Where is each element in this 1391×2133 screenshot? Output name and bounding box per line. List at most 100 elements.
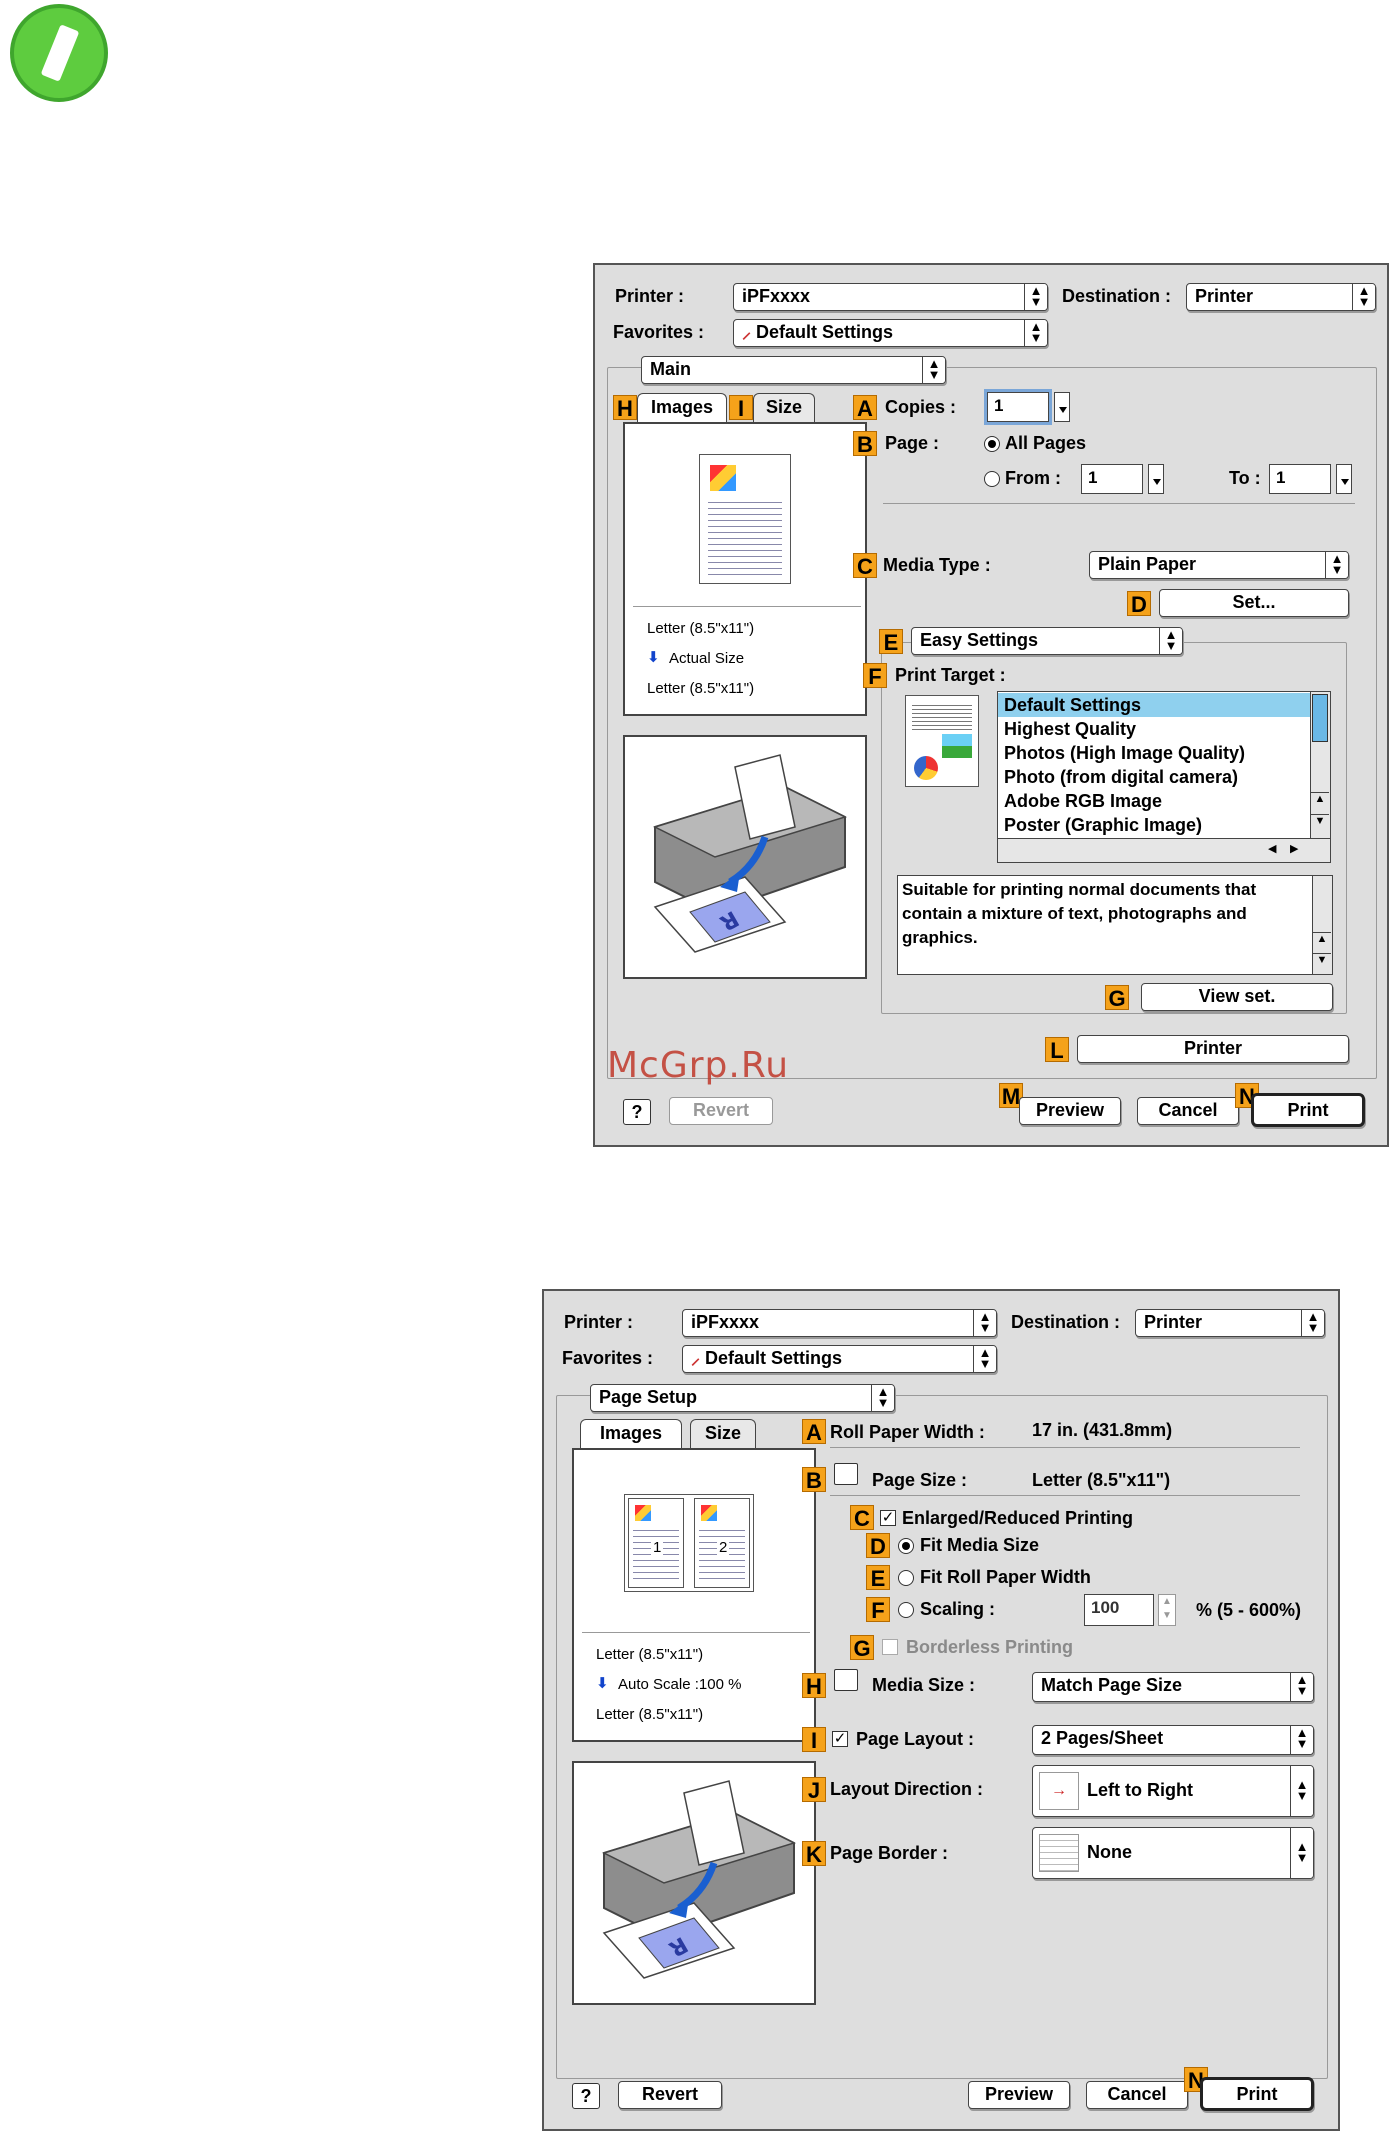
cancel-button[interactable]: Cancel <box>1086 2081 1188 2109</box>
view-set-button[interactable]: View set. <box>1141 983 1333 1011</box>
printer-label: Printer : <box>564 1312 634 1332</box>
help-icon[interactable]: ? <box>572 2083 600 2109</box>
from-field[interactable]: 1 <box>1081 464 1143 494</box>
enlarged-label: Enlarged/Reduced Printing <box>902 1508 1134 1528</box>
to-field[interactable]: 1 <box>1269 464 1331 494</box>
badge-j: J <box>802 1777 826 1803</box>
scaling-stepper[interactable]: ▲▼ <box>1158 1594 1176 1626</box>
all-pages-radio[interactable] <box>984 436 1000 452</box>
tab-images[interactable]: Images <box>580 1419 682 1449</box>
panel-value: Main <box>650 359 692 379</box>
watermark-text: McGrp.Ru <box>607 1045 790 1086</box>
media-size-label: Media Size : <box>872 1675 976 1695</box>
badge-d: D <box>866 1533 890 1559</box>
badge-e: E <box>866 1565 890 1591</box>
description-scrollbar[interactable]: ▲ ▼ <box>1312 876 1332 974</box>
printer-popup[interactable]: iPFxxxx ▲▼ <box>682 1309 997 1337</box>
help-icon[interactable]: ? <box>623 1099 651 1125</box>
page-border-label: Page Border : <box>830 1843 949 1863</box>
scroll-up-arrow-icon[interactable]: ▲ <box>1313 932 1331 952</box>
print-target-item[interactable]: Adobe RGB Image <box>1004 791 1163 811</box>
scroll-thumb[interactable] <box>1312 694 1328 742</box>
fit-roll-radio[interactable] <box>898 1570 914 1586</box>
scroll-right-arrow-icon[interactable]: ▶ <box>1290 843 1299 855</box>
page-border-popup[interactable]: None ▲▼ <box>1032 1827 1314 1879</box>
badge-a: A <box>853 395 877 421</box>
panel-popup[interactable]: Page Setup ▲▼ <box>590 1384 895 1412</box>
page-layout-checkbox[interactable]: ✓ <box>832 1730 848 1747</box>
badge-e: E <box>879 629 903 655</box>
badge-b: B <box>853 431 877 457</box>
enlarged-checkbox[interactable]: ✓ <box>880 1509 896 1526</box>
revert-button[interactable]: Revert <box>669 1097 773 1125</box>
favorites-value: Default Settings <box>705 1348 843 1368</box>
printer-illustration-panel: R <box>623 735 867 979</box>
print-target-item[interactable]: Photo (from digital camera) <box>1004 767 1239 787</box>
badge-i: I <box>802 1727 826 1753</box>
badge-i: I <box>729 395 753 421</box>
media-type-label: Media Type : <box>883 555 991 575</box>
all-pages-label: All Pages <box>1005 433 1087 453</box>
print-target-icon-text <box>912 702 972 732</box>
tab-images[interactable]: Images <box>637 393 727 423</box>
page-layout-label: Page Layout : <box>856 1729 975 1749</box>
print-target-item[interactable]: Highest Quality <box>1004 719 1137 739</box>
from-stepper[interactable] <box>1148 464 1164 494</box>
print-button[interactable]: Print <box>1200 2077 1314 2111</box>
badge-b: B <box>802 1467 826 1493</box>
preview-media-size: Letter (8.5"x11") <box>647 680 755 697</box>
printer-popup[interactable]: iPFxxxx ▲▼ <box>733 283 1048 311</box>
revert-button[interactable]: Revert <box>618 2081 722 2109</box>
copies-stepper[interactable] <box>1054 392 1070 422</box>
print-button[interactable]: Print <box>1251 1093 1365 1127</box>
list-scrollbar[interactable]: ▲ ▼ <box>1310 692 1330 838</box>
panel-popup[interactable]: Main ▲▼ <box>641 356 946 384</box>
scroll-down-arrow-icon[interactable]: ▼ <box>1311 814 1329 834</box>
scroll-down-arrow-icon[interactable]: ▼ <box>1313 953 1331 973</box>
printer-illustration-panel: R <box>572 1761 816 2005</box>
print-target-icon <box>905 695 979 787</box>
preview-button[interactable]: Preview <box>1019 1097 1121 1125</box>
set-button[interactable]: Set... <box>1159 589 1349 617</box>
favorites-popup[interactable]: ⸝ Default Settings ▲▼ <box>682 1345 997 1373</box>
thumbnail-page-number-2: 2 <box>717 1539 730 1557</box>
page-layout-popup[interactable]: 2 Pages/Sheet ▲▼ <box>1032 1725 1314 1755</box>
print-target-icon-chart <box>914 756 938 780</box>
scaling-radio[interactable] <box>898 1602 914 1618</box>
destination-popup[interactable]: Printer ▲▼ <box>1135 1309 1325 1337</box>
mode-popup[interactable]: Easy Settings ▲▼ <box>911 627 1183 655</box>
media-type-popup[interactable]: Plain Paper ▲▼ <box>1089 551 1349 579</box>
note-pencil-icon <box>10 4 108 102</box>
preview-button[interactable]: Preview <box>968 2081 1070 2109</box>
favorites-popup[interactable]: ⸝ Default Settings ▲▼ <box>733 319 1048 347</box>
scaling-field[interactable]: 100 <box>1084 1594 1154 1626</box>
printer-button[interactable]: Printer <box>1077 1035 1349 1063</box>
destination-popup[interactable]: Printer ▲▼ <box>1186 283 1376 311</box>
print-target-item[interactable]: Default Settings <box>998 693 1310 717</box>
layout-preview-panel: Letter (8.5"x11") ⬇ Actual Size Letter (… <box>623 422 867 716</box>
print-target-item[interactable]: Poster (Graphic Image) <box>1004 815 1203 835</box>
badge-h: H <box>802 1673 826 1699</box>
tab-size[interactable]: Size <box>753 393 815 423</box>
from-radio[interactable] <box>984 471 1000 487</box>
cancel-button[interactable]: Cancel <box>1137 1097 1239 1125</box>
scroll-up-arrow-icon[interactable]: ▲ <box>1311 792 1329 812</box>
page-thumbnail <box>699 454 791 584</box>
favorites-label: Favorites : <box>562 1348 654 1368</box>
print-target-item[interactable]: Photos (High Image Quality) <box>1004 743 1246 763</box>
tab-size[interactable]: Size <box>690 1419 756 1449</box>
list-hscrollbar[interactable]: ◀ ▶ <box>998 838 1330 862</box>
copies-field[interactable]: 1 <box>984 389 1052 425</box>
borderless-checkbox[interactable] <box>882 1639 898 1655</box>
page-size-value: Letter (8.5"x11") <box>1032 1470 1171 1490</box>
thumbnail-image <box>635 1505 651 1521</box>
to-stepper[interactable] <box>1336 464 1352 494</box>
media-size-popup[interactable]: Match Page Size ▲▼ <box>1032 1672 1314 1702</box>
row-divider <box>830 1495 1300 1496</box>
scroll-left-arrow-icon[interactable]: ◀ <box>1268 843 1277 855</box>
layout-direction-popup[interactable]: → Left to Right ▲▼ <box>1032 1765 1314 1817</box>
badge-a: A <box>802 1419 826 1445</box>
chevron-updown-icon: ▲▼ <box>871 1385 894 1411</box>
fit-media-radio[interactable] <box>898 1538 914 1554</box>
